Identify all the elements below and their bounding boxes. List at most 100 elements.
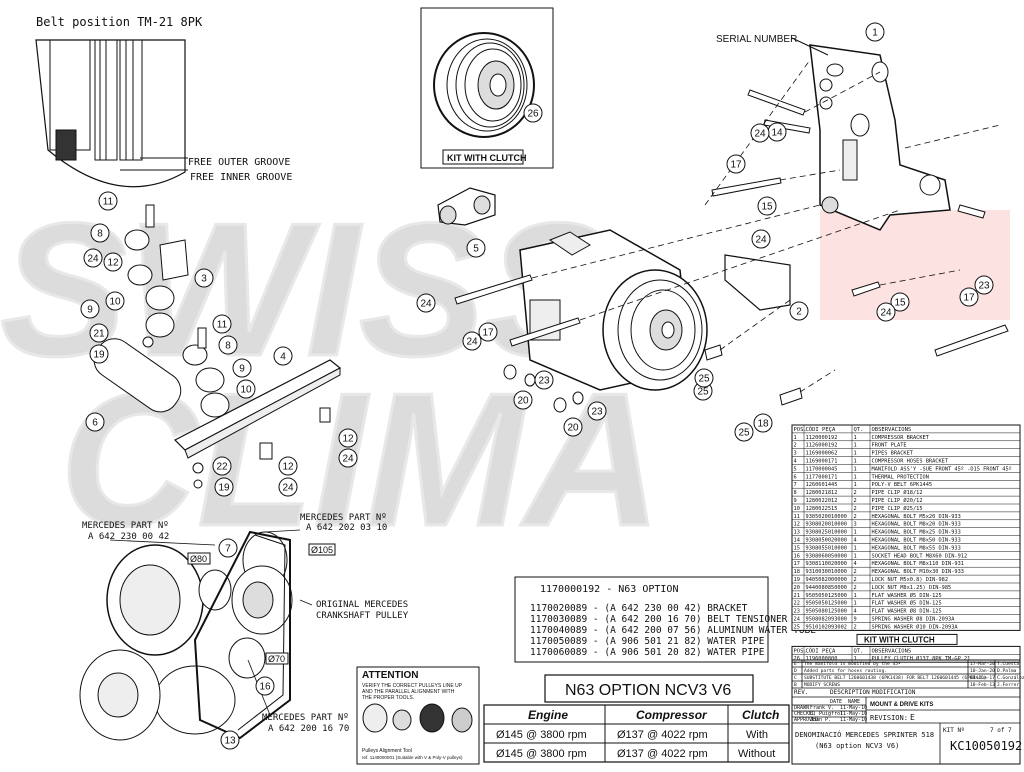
category: MOUNT & DRIVE KITS bbox=[870, 702, 933, 708]
callout-balloon: 23 bbox=[587, 401, 607, 421]
callout-number: 2 bbox=[796, 307, 802, 318]
parts-table-cell: 24 bbox=[794, 617, 800, 623]
callout-balloon: 10 bbox=[105, 291, 125, 311]
kit-table-cell: 1196000800 bbox=[806, 656, 838, 662]
callout-number: 11 bbox=[217, 320, 228, 331]
callout-balloon: 17 bbox=[726, 154, 746, 174]
callout-balloon: 17 bbox=[478, 322, 498, 342]
parts-table-cell: 1280022012 bbox=[806, 498, 838, 504]
denomination-2: (N63 option NCV3 V6) bbox=[815, 742, 899, 750]
callout-balloon: 7 bbox=[218, 538, 238, 558]
callout-number: 25 bbox=[697, 387, 709, 398]
bolts bbox=[454, 89, 1009, 406]
spec-header-compressor: Compressor bbox=[636, 708, 708, 722]
drawn-label: DRAWN bbox=[794, 705, 809, 711]
parts-table-cell: LOCK NUT M5x0.8) DIN-982 bbox=[872, 577, 949, 583]
n63-option-line: 1170060089 - (A 906 501 20 82) WATER PIP… bbox=[530, 647, 765, 658]
callout-number: 6 bbox=[92, 418, 98, 429]
revision-cell: 10-Feb-13 bbox=[970, 682, 995, 688]
parts-table-cell: 9308050020000 bbox=[806, 538, 847, 544]
callout-number: 12 bbox=[282, 462, 294, 473]
original-pulley-label-1: ORIGINAL MERCEDES bbox=[316, 600, 408, 610]
parts-table-cell: 1 bbox=[854, 459, 857, 465]
parts-table-cell: 9308020010000 bbox=[806, 522, 847, 528]
parts-table-cell: 13 bbox=[794, 530, 800, 536]
callout-balloon: 8 bbox=[90, 223, 110, 243]
parts-table-cell: 9508082093000 bbox=[806, 617, 847, 623]
callout-number: 10 bbox=[240, 385, 252, 396]
checked-date: 11-May-10 bbox=[840, 711, 867, 717]
callout-number: 24 bbox=[282, 483, 294, 494]
spec-header-engine: Engine bbox=[528, 708, 568, 722]
parts-table-cell: 2 bbox=[854, 490, 857, 496]
parts-table-cell: 2 bbox=[854, 498, 857, 504]
callout-balloon: 10 bbox=[236, 379, 256, 399]
free-inner-groove-label: FREE INNER GROOVE bbox=[190, 172, 292, 183]
parts-table-cell: HEXAGONAL BOLT M8x50 DIN-933 bbox=[872, 538, 961, 544]
parts-table-cell: 15 bbox=[794, 545, 800, 551]
attention-text: THE PROPER TOOLS. bbox=[362, 695, 414, 701]
callout-number: 24 bbox=[466, 337, 478, 348]
belt-drive-system bbox=[79, 530, 293, 741]
parts-table-cell: 9310030010000 bbox=[806, 569, 847, 575]
parts-table-cell: 4 bbox=[854, 538, 857, 544]
approved-by: Joan P. bbox=[810, 717, 831, 723]
callout-balloon: 20 bbox=[513, 390, 533, 410]
parts-table-cell: FRONT PLATE bbox=[872, 443, 907, 449]
parts-table-cell: 1 bbox=[854, 530, 857, 536]
n63-option-box: 1170000192 - N63 OPTION 1170020089 - (A … bbox=[514, 576, 816, 663]
parts-table-cell: 1 bbox=[854, 443, 857, 449]
callout-number: 10 bbox=[109, 297, 121, 308]
parts-table-cell: COMPRESSOR HOSES BRACKET bbox=[872, 459, 949, 465]
callout-balloon: 14 bbox=[767, 122, 787, 142]
parts-table-cell: 20 bbox=[794, 585, 800, 591]
parts-table-header: OBSERVACIONS bbox=[872, 427, 912, 433]
free-outer-groove-label: FREE OUTER GROOVE bbox=[188, 157, 290, 168]
parts-table-cell: 1169000062 bbox=[806, 451, 838, 457]
parts-table-cell: 1 bbox=[854, 482, 857, 488]
callout-balloons: 1142424151717172424231524225182525232023… bbox=[80, 22, 994, 750]
spec-cell: Ø145 @ 3800 rpm bbox=[496, 748, 587, 760]
mercedes-part-label-2: MERCEDES PART Nº bbox=[300, 513, 387, 523]
serial-number-leader bbox=[791, 37, 829, 56]
callout-number: 17 bbox=[963, 293, 975, 304]
callout-number: 1 bbox=[872, 28, 878, 39]
spec-cell: Ø145 @ 3800 rpm bbox=[496, 729, 587, 741]
hose-bracket-assembly bbox=[93, 204, 342, 489]
description-label: DESCRIPTION bbox=[830, 689, 870, 696]
parts-table-cell: 9405082000000 bbox=[806, 577, 847, 583]
attention-tool-ref: ref. 1149000001 (Suitable with V & Poly-… bbox=[362, 755, 463, 760]
callout-balloon: 16 bbox=[255, 676, 275, 696]
parts-table-cell: HEXAGONAL BOLT M5x20 DIN-933 bbox=[872, 514, 961, 520]
parts-table-cell: 2 bbox=[854, 624, 857, 630]
callout-balloon: 9 bbox=[80, 299, 100, 319]
callout-number: 15 bbox=[894, 298, 906, 309]
parts-table-cell: 7 bbox=[794, 482, 797, 488]
parts-table-cell: SOCKET HEAD BOLT M8X60 DIN-912 bbox=[872, 553, 968, 559]
parts-table-cell: 9308060050000 bbox=[806, 553, 847, 559]
kit-table-header: POS. bbox=[794, 648, 807, 654]
parts-table-cell: HEXAGONAL BOLT M8x110 DIN-931 bbox=[872, 561, 964, 567]
callout-balloon: 21 bbox=[89, 323, 109, 343]
callout-number: 15 bbox=[761, 202, 773, 213]
callout-number: 14 bbox=[771, 128, 783, 139]
parts-table-cell: 9505050125000 bbox=[806, 593, 847, 599]
callout-number: 9 bbox=[239, 364, 245, 375]
parts-table-cell: PIPE CLIP Ø20/12 bbox=[872, 497, 923, 504]
callout-balloon: 12 bbox=[278, 456, 298, 476]
checked-by: C. Puigfrol bbox=[810, 711, 843, 717]
attention-box: ATTENTION VERIFY THE CORRECT PULLEYS LIN… bbox=[356, 666, 480, 765]
callout-balloon: 25 bbox=[694, 368, 714, 388]
revision-cell: D.Palma bbox=[997, 668, 1017, 674]
parts-table-cell: 9 bbox=[794, 498, 797, 504]
callout-number: 3 bbox=[201, 274, 207, 285]
revision-cell: MODIFY SCREWS bbox=[804, 682, 840, 688]
callout-balloon: 1 bbox=[865, 22, 885, 42]
kit-number: KC10050192 bbox=[950, 739, 1022, 753]
callout-number: 23 bbox=[978, 281, 990, 292]
parts-table-cell: 1 bbox=[854, 553, 857, 559]
modification-label: MODIFICATION bbox=[872, 689, 916, 696]
